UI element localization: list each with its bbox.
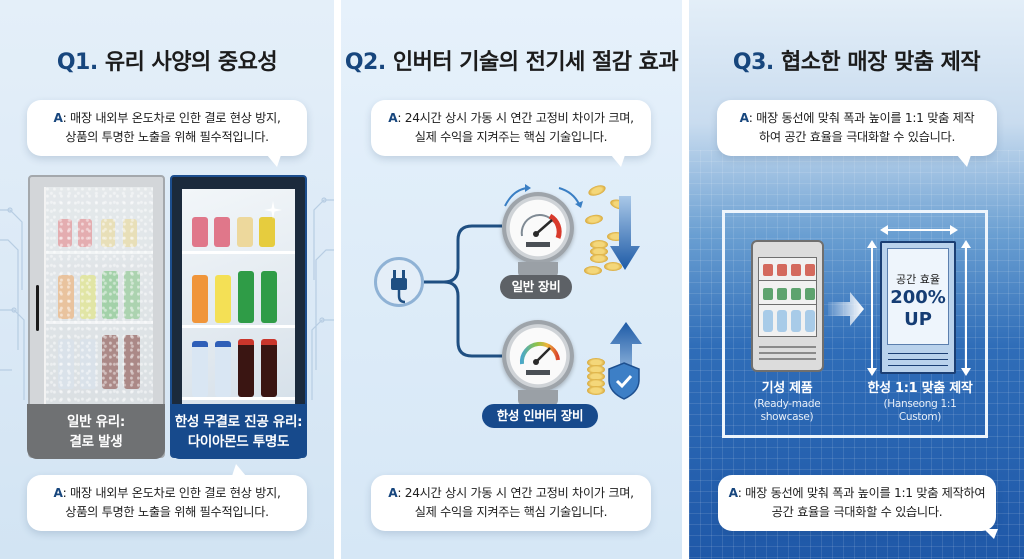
label-vacuum-glass: 한성 무결로 진공 유리: 다이아몬드 투명도 <box>170 404 307 459</box>
answer-bubble-top: A: 매장 내외부 온도차로 인한 결로 현상 방지, 상품의 투명한 노출을 … <box>27 100 307 167</box>
question-number: Q3. <box>732 50 774 75</box>
circuit-decoration-left <box>0 207 25 400</box>
question-number: Q2. <box>344 50 386 75</box>
answer-label: A <box>388 486 398 500</box>
answer-label: A <box>53 111 63 125</box>
page-title-q2: Q2. 인버터 기술의 전기세 절감 효과 <box>341 44 682 76</box>
bubble-tail <box>232 464 246 476</box>
bubble-tail <box>957 155 971 167</box>
page-title-q3: Q3. 협소한 매장 맞춤 제작 <box>689 44 1024 76</box>
door-handle <box>36 285 39 331</box>
label-normal-line2: 결로 발생 <box>69 434 123 450</box>
label-normal-equipment: 일반 장비 <box>500 275 572 299</box>
answer-text-line1: : 매장 내외부 온도차로 인한 결로 현상 방지, <box>62 111 281 125</box>
answer-text-line1: : 매장 내외부 온도차로 인한 결로 현상 방지, <box>62 486 281 500</box>
efficiency-label: 공간 효율 <box>896 273 940 286</box>
gauge-inverter-icon <box>502 320 574 392</box>
answer-text-line1: : 24시간 상시 가동 시 연간 고정비 차이가 크며, <box>397 111 634 125</box>
custom-showcase-icon: 공간 효율 200% UP <box>880 241 956 374</box>
answer-label: A <box>739 111 749 125</box>
arrow-down-icon <box>610 196 640 270</box>
page-title-q1: Q1. 유리 사양의 중요성 <box>0 44 334 76</box>
answer-bubble-top: A: 매장 동선에 맞춰 폭과 높이를 1:1 맞춤 제작 하여 공간 효율을 … <box>717 100 997 167</box>
answer-label: A <box>53 486 63 500</box>
label-normal-line1: 일반 유리: <box>67 414 125 430</box>
label-inverter-equipment: 한성 인버터 장비 <box>482 404 598 428</box>
question-title: 협소한 매장 맞춤 제작 <box>780 50 981 75</box>
arrow-up-icon <box>610 322 642 382</box>
answer-text-line1: : 매장 동선에 맞춰 폭과 높이를 1:1 맞춤 제작하여 <box>737 486 986 500</box>
power-plug-icon <box>374 257 424 307</box>
bubble-tail <box>611 155 625 167</box>
answer-text-line2: 상품의 투명한 노출을 위해 필수적입니다. <box>65 130 269 144</box>
panel-divider <box>334 0 341 559</box>
circuit-decoration-right <box>311 197 334 400</box>
answer-text-line2: 하여 공간 효율을 극대화할 수 있습니다. <box>758 130 956 144</box>
answer-bubble-bottom-q3: A: 매장 동선에 맞춰 폭과 높이를 1:1 맞춤 제작하여 공간 효율을 극… <box>718 475 998 539</box>
ready-made-showcase-icon <box>751 240 824 372</box>
width-arrow-icon <box>880 225 958 235</box>
efficiency-value: 200% <box>890 287 946 308</box>
caption-ready-made-en2: showcase) <box>760 411 814 423</box>
height-arrow-right-icon <box>961 240 971 376</box>
gauge-stand <box>518 390 558 406</box>
height-arrow-left-icon <box>867 240 877 376</box>
gauge-stand <box>518 262 558 278</box>
question-title: 유리 사양의 중요성 <box>104 50 278 75</box>
label-vacuum-line1: 한성 무결로 진공 유리: <box>174 414 303 430</box>
label-vacuum-line2: 다이아몬드 투명도 <box>187 434 290 450</box>
panel-q3-custom-build: Q3. 협소한 매장 맞춤 제작 A: 매장 동선에 맞춰 폭과 높이를 1:1… <box>689 0 1024 559</box>
shield-check-icon <box>608 362 640 400</box>
question-title: 인버터 기술의 전기세 절감 효과 <box>392 50 679 75</box>
answer-text-line2: 상품의 투명한 노출을 위해 필수적입니다. <box>65 505 269 519</box>
answer-text-line1: : 24시간 상시 가동 시 연간 고정비 차이가 크며, <box>397 486 634 500</box>
blueprint-frame <box>722 210 988 438</box>
caption-ready-made-en1: (Ready-made <box>753 398 821 410</box>
answer-text-line2: 실제 수익을 지켜주는 핵심 기술입니다. <box>414 130 608 144</box>
answer-text-line2: 공간 효율을 극대화할 수 있습니다. <box>771 505 943 519</box>
answer-bubble-bottom-q2: A: 24시간 상시 가동 시 연간 고정비 차이가 크며, 실제 수익을 지켜… <box>371 475 651 531</box>
arrow-right-icon <box>828 292 864 326</box>
answer-bubble-top: A: 24시간 상시 가동 시 연간 고정비 차이가 크며, 실제 수익을 지켜… <box>371 100 651 167</box>
sparkle-icon <box>264 201 282 219</box>
caption-ready-made-ko: 기성 제품 <box>761 381 813 396</box>
answer-text-line2: 실제 수익을 지켜주는 핵심 기술입니다. <box>414 505 608 519</box>
efficiency-up: UP <box>904 309 932 330</box>
efficiency-panel: 공간 효율 200% UP <box>887 248 949 345</box>
answer-bubble-bottom: A: 매장 내외부 온도차로 인한 결로 현상 방지, 상품의 투명한 노출을 … <box>27 464 307 531</box>
panel-q1-glass-spec: Q1. 유리 사양의 중요성 A: 매장 내외부 온도차로 인한 결로 현상 방… <box>0 0 334 559</box>
bubble-tail <box>267 155 281 167</box>
bubble-tail <box>984 529 998 539</box>
question-number: Q1. <box>56 50 98 75</box>
answer-label: A <box>728 486 738 500</box>
rotation-arrow-icon <box>504 184 583 208</box>
caption-custom-ko: 한성 1:1 맞춤 제작 <box>867 381 973 396</box>
caption-custom: 한성 1:1 맞춤 제작 (Hanseong 1:1 Custom) <box>860 380 980 424</box>
caption-custom-en2: Custom) <box>898 411 942 423</box>
answer-label: A <box>388 111 398 125</box>
label-normal-glass: 일반 유리: 결로 발생 <box>27 404 165 459</box>
panel-divider <box>682 0 689 559</box>
gauge-normal-icon <box>502 192 574 264</box>
answer-text-line1: : 매장 동선에 맞춰 폭과 높이를 1:1 맞춤 제작 <box>748 111 975 125</box>
caption-ready-made: 기성 제품 (Ready-made showcase) <box>737 380 837 424</box>
caption-custom-en1: (Hanseong 1:1 <box>883 398 957 410</box>
